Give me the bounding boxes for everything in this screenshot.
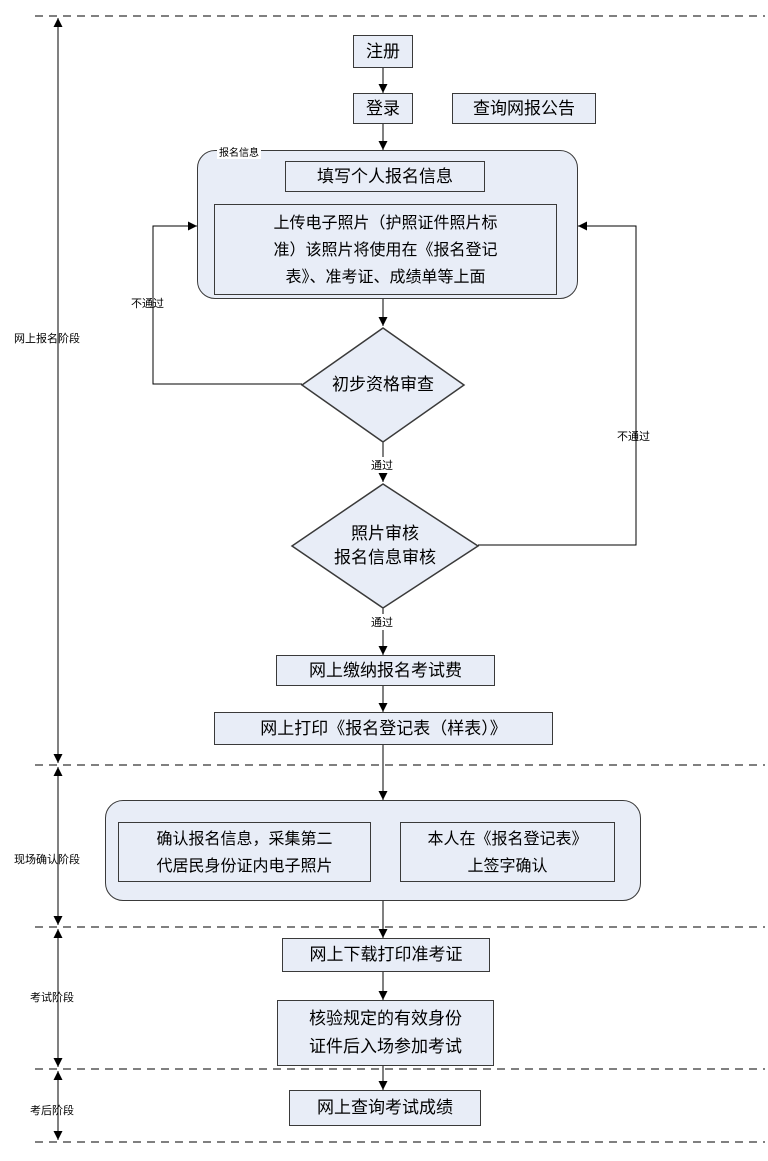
prelim-check-diamond: [300, 327, 466, 443]
pass-label-2: 通过: [371, 614, 393, 630]
flow-connectors: [152, 68, 637, 1090]
prelim-check-label: 初步资格审查: [332, 375, 434, 395]
verify-id-node: 核验规定的有效身份 证件后入场参加考试: [277, 1000, 494, 1066]
query-notice-node: 查询网报公告: [452, 93, 596, 124]
register-node: 注册: [353, 35, 413, 68]
phase-label-onsite: 现场确认阶段: [14, 853, 80, 866]
phase-separators: [35, 15, 765, 1143]
sign-confirm-node: 本人在《报名登记表》 上签字确认: [400, 822, 615, 882]
fail-label-2: 不通过: [617, 430, 650, 443]
confirm-info-node: 确认报名信息，采集第二 代居民身份证内电子照片: [118, 822, 371, 882]
photo-review-label: 照片审核 报名信息审核: [334, 524, 436, 568]
phase-label-after: 考后阶段: [30, 1104, 74, 1117]
download-admit-node: 网上下载打印准考证: [282, 938, 490, 972]
fill-info-node: 填写个人报名信息: [285, 161, 485, 192]
query-score-node: 网上查询考试成绩: [289, 1090, 481, 1126]
phase-label-exam: 考试阶段: [30, 991, 74, 1004]
fail-label-1: 不通过: [131, 297, 164, 310]
pay-fee-node: 网上缴纳报名考试费: [276, 655, 495, 686]
edge-prelim-fail-loop: [152, 221, 302, 385]
edge-photo-fail-loop: [478, 221, 637, 546]
pass-label-1: 通过: [371, 457, 393, 473]
photo-review-diamond: [290, 483, 480, 609]
phase-label-online: 网上报名阶段: [14, 332, 80, 345]
login-node: 登录: [353, 93, 413, 124]
upload-photo-node: 上传电子照片（护照证件照片标 准）该照片将使用在《报名登记 表》、准考证、成绩单…: [214, 204, 557, 295]
print-form-node: 网上打印《报名登记表（样表）》: [214, 712, 553, 745]
group-label: 报名信息: [217, 144, 261, 159]
